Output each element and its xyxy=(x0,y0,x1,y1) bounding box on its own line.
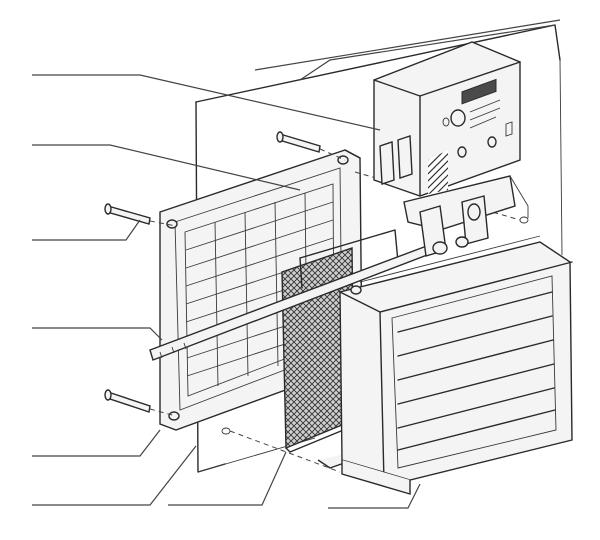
control-knob-icon xyxy=(450,109,466,127)
leader-7 xyxy=(168,451,287,506)
leader-4 xyxy=(32,327,163,341)
control-indicator-icon xyxy=(442,117,450,127)
control-unit xyxy=(373,41,521,197)
screw-top-left xyxy=(104,203,151,225)
control-gland-left xyxy=(457,146,467,158)
screw-axis-bottom xyxy=(149,408,177,417)
leader-top-1 xyxy=(299,24,556,81)
grille-hole-tl xyxy=(166,219,178,229)
leader-lines xyxy=(32,19,561,509)
leader-2 xyxy=(32,144,301,191)
control-label-plate xyxy=(461,78,497,105)
screw-top-panel xyxy=(276,131,321,153)
fan-housing xyxy=(339,235,573,495)
fan-louvres xyxy=(397,291,556,451)
assembly-axis-lower xyxy=(229,430,341,473)
control-label-stripes xyxy=(428,150,448,194)
leader-6 xyxy=(32,445,197,506)
screw-axis-top xyxy=(149,220,177,227)
screw-axis-panel xyxy=(319,148,346,161)
housing-hole-tl xyxy=(350,285,362,295)
leader-5 xyxy=(32,429,161,457)
leader-3 xyxy=(32,219,141,241)
leader-1 xyxy=(32,74,381,131)
mounting-bracket xyxy=(403,175,529,257)
leader-top-2 xyxy=(254,19,561,71)
panel-hole-lower xyxy=(221,427,231,435)
leader-8 xyxy=(328,483,421,509)
control-gland-right xyxy=(487,136,497,148)
screw-bottom-left xyxy=(104,389,151,413)
grille-hole-bl xyxy=(168,411,180,421)
